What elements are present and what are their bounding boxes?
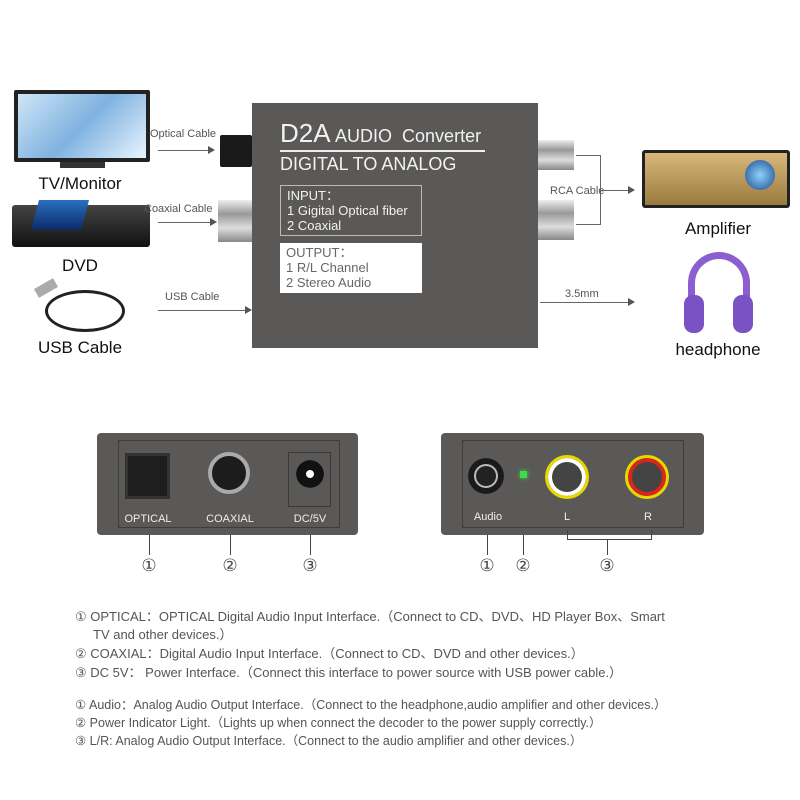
optical-plug	[220, 135, 252, 167]
rca-connector	[538, 140, 574, 170]
coaxial-connector	[218, 200, 254, 242]
output-box: OUTPUT： 1 R/L Channel 2 Stereo Audio	[280, 243, 422, 293]
r-label: R	[644, 511, 652, 523]
desc-optical-cont: TV and other devices.）	[93, 627, 233, 642]
arrow-icon	[628, 298, 635, 306]
desc-led: ② Power Indicator Light.（Lights up when …	[75, 716, 602, 730]
amp-meter	[745, 160, 775, 190]
ear-cup	[733, 295, 753, 333]
arrow-icon	[210, 218, 217, 226]
converter-subtitle: DIGITAL TO ANALOG	[280, 154, 457, 174]
power-led	[520, 471, 527, 478]
headphone-image	[688, 252, 750, 312]
arrow-icon	[208, 146, 215, 154]
output-item: 2 Stereo Audio	[286, 275, 372, 290]
coaxial-label: COAXIAL	[206, 513, 254, 525]
optical-port	[125, 453, 170, 499]
tv-label: TV/Monitor	[38, 174, 122, 193]
desc-dc: ③ DC 5V： Power Interface.（Connect this i…	[75, 665, 623, 680]
ear-cup	[684, 295, 704, 333]
dvd-label: DVD	[62, 256, 98, 275]
desc-lr: ③ L/R: Analog Audio Output Interface.（Co…	[75, 734, 583, 748]
desc-optical: ① OPTICAL：OPTICAL Digital Audio Input In…	[75, 609, 665, 624]
dc-jack	[296, 460, 324, 488]
rca-l-port	[545, 455, 589, 499]
callout-3: ③	[302, 556, 318, 575]
brand: D2A	[280, 118, 331, 148]
usb-cable-image	[45, 290, 125, 332]
converter-title: D2A AUDIO Converter	[280, 118, 481, 149]
converter-box	[252, 103, 538, 348]
rca-connector	[538, 200, 574, 240]
input-heading: INPUT：	[287, 188, 340, 203]
callout-2: ②	[515, 556, 531, 575]
usb-cable-label: USB Cable	[165, 291, 220, 303]
desc-audio: ① Audio：Analog Audio Output Interface.（C…	[75, 698, 667, 712]
jack-label: 3.5mm	[565, 288, 599, 300]
coaxial-cable-label: Coaxial Cable	[144, 203, 213, 215]
usb-plug	[33, 278, 59, 298]
callout-1: ①	[479, 556, 495, 575]
input-box: INPUT： 1 Gigital Optical fiber 2 Coaxial	[280, 185, 422, 236]
title: AUDIO Converter	[335, 126, 482, 146]
callout-1: ①	[141, 556, 157, 575]
rca-r-port	[625, 455, 669, 499]
optical-label: OPTICAL	[124, 513, 172, 525]
usb-label: USB Cable	[37, 338, 123, 357]
input-item: 1 Gigital Optical fiber	[287, 203, 408, 218]
input-item: 2 Coaxial	[287, 218, 342, 233]
coaxial-port	[208, 452, 250, 494]
rca-cable-label: RCA Cable	[550, 185, 605, 197]
tv-image	[14, 90, 150, 162]
audio-label: Audio	[473, 511, 503, 523]
dvd-disc	[30, 200, 90, 230]
l-label: L	[563, 511, 571, 523]
dc-port	[288, 452, 331, 507]
output-heading: OUTPUT：	[286, 245, 353, 260]
desc-coaxial: ② COAXIAL：Digital Audio Input Interface.…	[75, 646, 584, 661]
callout-3: ③	[599, 556, 615, 575]
callout-2: ②	[222, 556, 238, 575]
arrow-icon	[628, 186, 635, 194]
output-item: 1 R/L Channel	[286, 260, 369, 275]
amplifier-label: Amplifier	[684, 219, 752, 238]
tv-stand	[60, 162, 105, 168]
audio-port	[468, 458, 504, 494]
headphone-label: headphone	[675, 340, 761, 359]
dc-label: DC/5V	[293, 513, 327, 525]
arrow-icon	[245, 306, 252, 314]
optical-cable-label: Optical Cable	[150, 128, 217, 140]
